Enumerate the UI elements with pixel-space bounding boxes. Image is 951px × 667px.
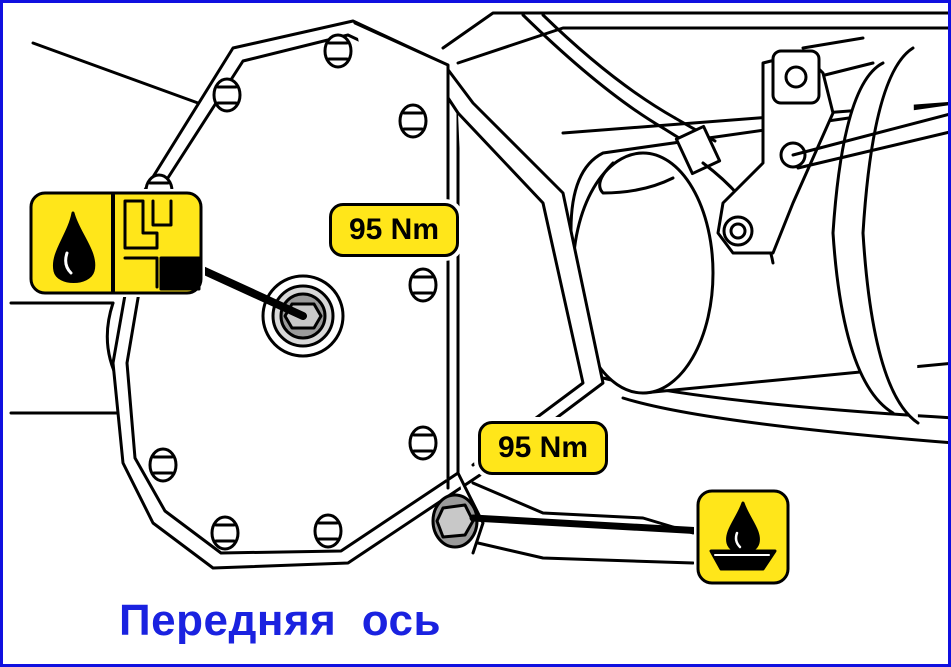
axle-drawing <box>9 11 948 587</box>
diagram-caption: Передняя ось <box>119 596 442 645</box>
bolt <box>408 267 438 303</box>
leader-line-fill <box>194 264 307 320</box>
mounting-bracket <box>716 49 948 255</box>
torque-label-drain-plug: 95 Nm <box>478 421 608 475</box>
bolt <box>210 515 240 551</box>
oil-level-fill-icon <box>27 189 205 297</box>
torque-label-fill-plug: 95 Nm <box>329 203 459 257</box>
bolt <box>408 425 438 461</box>
cover-bolts <box>144 33 438 551</box>
bolt <box>323 33 353 69</box>
oil-drain-icon <box>694 487 792 587</box>
brake-pipe <box>521 13 875 265</box>
bolt <box>398 103 428 139</box>
leader-line-drain <box>469 514 707 535</box>
drain-plug <box>431 493 479 549</box>
bolt <box>313 513 343 549</box>
bolt <box>212 77 242 113</box>
bolt <box>148 447 178 483</box>
